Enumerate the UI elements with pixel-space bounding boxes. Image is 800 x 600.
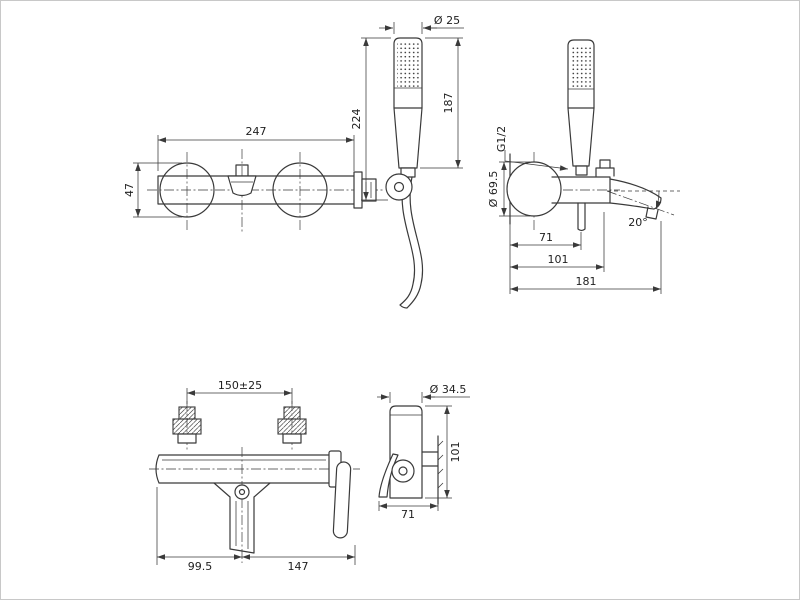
spout-collar	[353, 171, 363, 209]
handle-joint	[391, 459, 415, 483]
thread-label: G1/2	[495, 126, 508, 152]
diverter-button	[234, 484, 250, 500]
mixer-body-front	[155, 454, 330, 484]
dim-spout-to-handle: 147	[288, 560, 309, 573]
dim-rosette-diameter: Ø 69.5	[487, 171, 500, 208]
handshower-handle	[393, 107, 423, 169]
union-right-stem	[282, 433, 302, 444]
lever-handle	[332, 461, 352, 539]
wall-rosette	[506, 161, 562, 217]
dim-spout-angle: 20°	[628, 216, 648, 229]
view-front-bottom: 150±25 99.5 147	[149, 379, 360, 573]
extension-lines	[378, 392, 452, 511]
dim-body-diameter: Ø 34.5	[430, 383, 467, 396]
view-side-bottom: Ø 34.5 101 71	[377, 383, 470, 521]
hose-drop	[577, 202, 586, 232]
tub-spout	[609, 178, 662, 210]
extension-lines	[499, 161, 662, 294]
diverter-button-center	[238, 488, 246, 496]
body-tube	[389, 405, 423, 499]
diverter-knob	[227, 164, 257, 197]
thread-leader	[504, 150, 569, 171]
dim-inlet-spacing: 150±25	[218, 379, 262, 392]
extension-lines	[156, 388, 356, 565]
view-side-top: G1/2 Ø 69.5 71 101 181 20°	[487, 39, 680, 294]
spout-tip-outlet	[645, 206, 659, 220]
spout-axis-line	[606, 190, 675, 216]
diverter-knob-side	[595, 159, 615, 177]
spout-outlet	[361, 178, 377, 202]
dim-handset-length: 187	[442, 93, 455, 114]
mixer-body-side	[551, 176, 611, 204]
union-right-body	[277, 418, 307, 435]
union-left-stem	[177, 433, 197, 444]
wall-hatch-ticks	[437, 440, 444, 489]
handle-joint-pin	[398, 466, 408, 476]
wall-holder-pivot	[393, 181, 405, 193]
dim-side-projection: 71	[401, 508, 415, 521]
shower-hose	[399, 176, 424, 309]
view-front-top: 247 47	[123, 125, 384, 233]
extension-lines	[361, 22, 463, 201]
union-left-body	[172, 418, 202, 435]
view-handshower: Ø 25 187 224	[350, 14, 464, 309]
wall-holder-ring	[385, 173, 413, 201]
hose-nut-side	[575, 165, 588, 176]
union-left-cap	[178, 406, 196, 420]
angle-arc	[655, 190, 662, 210]
extension-lines	[133, 135, 355, 218]
wall-bracket	[421, 435, 439, 505]
dim-front-height: 47	[123, 183, 136, 197]
dim-handshower-total-length: 224	[350, 109, 363, 130]
union-right-cap	[283, 406, 301, 420]
dim-body-height: 101	[449, 442, 462, 463]
spray-face-dots	[571, 45, 591, 87]
handshower-handle-side	[567, 107, 595, 167]
dim-depth-101: 101	[548, 253, 569, 266]
dim-depth-71: 71	[539, 231, 553, 244]
dim-front-width: 247	[246, 125, 267, 138]
rosette-circle-left	[159, 162, 215, 218]
spout-inner-lines	[235, 501, 249, 549]
handshower-head	[393, 37, 423, 109]
tub-spout-front	[213, 482, 271, 554]
dim-projection-181: 181	[576, 275, 597, 288]
rosette-circle-right	[272, 162, 328, 218]
handshower-head-side	[567, 39, 595, 109]
spray-face-dots	[397, 43, 419, 87]
centerlines	[147, 149, 384, 233]
dim-left-to-spout: 99.5	[188, 560, 213, 573]
dim-handshower-diameter: Ø 25	[434, 14, 460, 27]
